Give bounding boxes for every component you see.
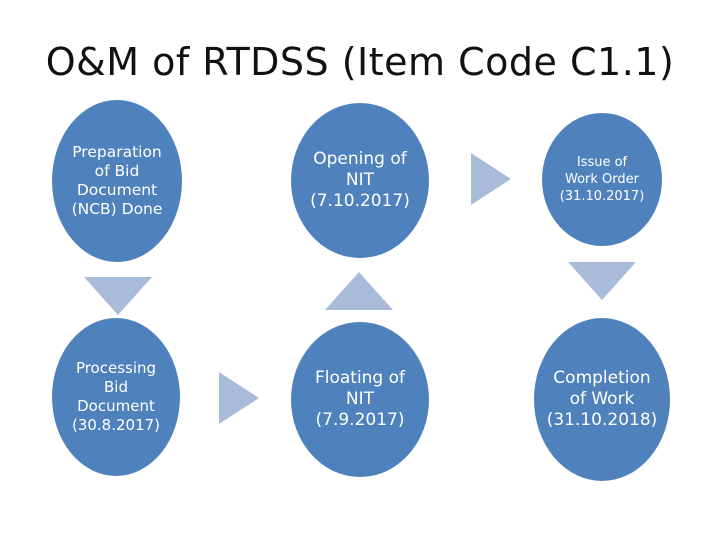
arrow-up-icon (325, 272, 393, 310)
node-issue-label: Issue of Work Order (31.10.2017) (559, 155, 645, 204)
node-opening-label: Opening of NIT (7.10.2017) (310, 149, 410, 211)
node-floating: Floating of NIT (7.9.2017) (291, 322, 429, 477)
node-processing: Processing Bid Document (30.8.2017) (52, 318, 180, 476)
slide-title: O&M of RTDSS (Item Code C1.1) (45, 40, 675, 84)
arrow-down-icon (568, 262, 636, 300)
node-preparation-label: Preparation of Bid Document (NCB) Done (71, 143, 163, 218)
arrow-down-icon (84, 277, 152, 315)
node-issue: Issue of Work Order (31.10.2017) (542, 113, 662, 246)
node-preparation: Preparation of Bid Document (NCB) Done (52, 100, 182, 262)
arrow-right-icon (219, 372, 259, 424)
node-completion-label: Completion of Work (31.10.2018) (546, 368, 658, 430)
node-opening: Opening of NIT (7.10.2017) (291, 103, 429, 258)
node-completion: Completion of Work (31.10.2018) (534, 318, 670, 481)
arrow-right-icon (471, 153, 511, 205)
node-processing-label: Processing Bid Document (30.8.2017) (71, 359, 161, 434)
node-floating-label: Floating of NIT (7.9.2017) (314, 368, 406, 430)
